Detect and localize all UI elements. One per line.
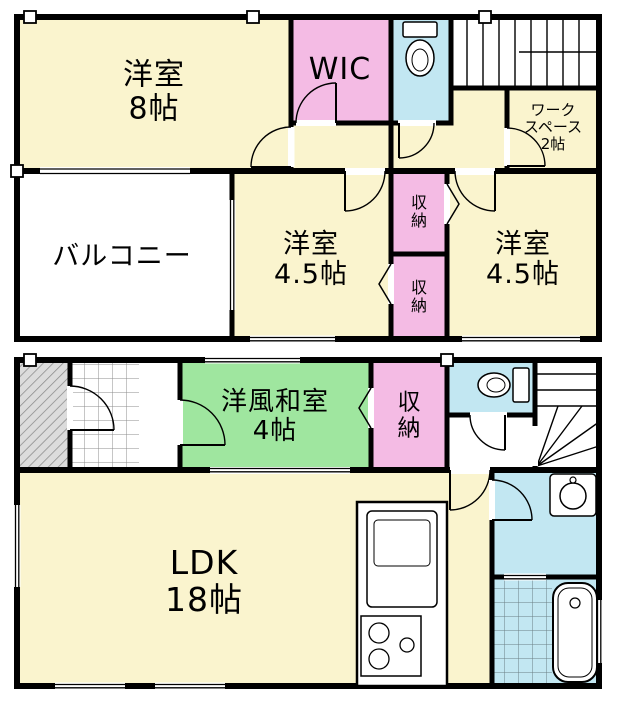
door-yoshitsu45-right xyxy=(454,168,496,212)
room-wic-floor xyxy=(291,17,391,123)
label-line: 収 xyxy=(410,193,428,213)
floor2-plan xyxy=(10,10,602,343)
label-line: 納 xyxy=(410,296,428,315)
door-washitsu xyxy=(177,399,226,446)
floor1-plan xyxy=(13,353,603,690)
room-washitsu-floor xyxy=(180,360,371,470)
bathroom-tile-floor xyxy=(494,580,552,684)
room-label-yoshitsu45-center: 洋室 4.5帖 xyxy=(274,228,348,290)
entrance-porch-hatch xyxy=(17,360,70,470)
doors-1f xyxy=(67,385,533,521)
window-ldk-left xyxy=(13,505,21,587)
window-ldk-bottom-1 xyxy=(55,682,125,690)
label-line: ワーク xyxy=(530,100,576,119)
label-line: 収 xyxy=(410,278,428,298)
staircase-2f xyxy=(466,17,596,88)
label-line: 4.5帖 xyxy=(486,259,560,290)
toilet-icon-2f xyxy=(402,21,438,77)
room-label-workspace: ワーク スペース 2帖 xyxy=(524,102,582,152)
label-line: 8帖 xyxy=(128,91,180,126)
door-toilet-2f xyxy=(398,120,436,159)
windows-2f xyxy=(40,167,580,343)
folding-door-storage-top xyxy=(444,183,460,225)
label-line: 洋室 xyxy=(494,228,551,260)
door-toilet-1f xyxy=(469,412,507,451)
label-line: 18帖 xyxy=(165,580,243,619)
door-washroom xyxy=(489,479,533,521)
room-label-yoshitsu8: 洋室 8帖 xyxy=(123,58,185,125)
door-yoshitsu8 xyxy=(250,126,295,168)
window-yoshitsu45-right xyxy=(462,335,580,343)
balcony-sliding-door xyxy=(40,167,190,175)
window-ldk-bottom-2 xyxy=(155,682,225,690)
label-line: 洋室 xyxy=(123,57,185,93)
room-label-yoshitsu45-right: 洋室 4.5帖 xyxy=(486,228,560,290)
pillar-marks-1f xyxy=(23,353,454,367)
windows-1f xyxy=(13,356,603,690)
label-line: 洋風和室 xyxy=(220,386,330,417)
label-line: 2帖 xyxy=(540,134,566,153)
kitchen-counter xyxy=(355,500,449,688)
window-washitsu xyxy=(205,356,300,364)
room-label-storage-2f-top: 収 納 xyxy=(411,194,427,230)
toilet-icon-1f xyxy=(477,367,530,403)
label-line: バルコニー xyxy=(52,240,192,272)
genkan-tile-floor xyxy=(71,361,139,469)
room-label-balcony: バルコニー xyxy=(52,240,192,272)
room-label-storage-1f: 収 納 xyxy=(397,389,421,442)
window-yoshitsu45-center xyxy=(250,335,335,343)
sliding-door-washitsu-ldk xyxy=(210,467,350,474)
door-yoshitsu45-center xyxy=(344,168,386,212)
room-storage-2f-bottom-floor xyxy=(391,254,447,339)
room-label-washitsu: 洋風和室 4帖 xyxy=(220,386,330,446)
room-label-ldk: LDK 18帖 xyxy=(165,543,243,619)
label-line: LDK xyxy=(169,543,239,583)
label-line: 納 xyxy=(397,415,421,441)
sliding-door-bathroom xyxy=(504,573,546,581)
room-label-wic: WIC xyxy=(309,53,371,87)
pillar-marks-2f xyxy=(10,10,492,178)
bathtub-icon xyxy=(552,582,598,683)
label-line: 4.5帖 xyxy=(274,259,348,290)
label-line: WIC xyxy=(308,52,372,88)
doors-2f xyxy=(250,82,546,305)
stairs-opening xyxy=(532,426,538,466)
label-line: 納 xyxy=(410,211,428,230)
entrance-door xyxy=(67,385,115,431)
folding-door-storage-1f xyxy=(358,387,374,429)
washbasin-icon xyxy=(549,473,597,517)
door-wic xyxy=(295,82,337,126)
staircase-1f xyxy=(535,373,600,467)
stove-icon xyxy=(360,615,422,677)
label-line: スペース xyxy=(523,117,583,136)
room-label-storage-2f-bottom: 収 納 xyxy=(411,279,427,315)
folding-door-storage-bottom xyxy=(378,263,394,305)
room-storage-2f-top-floor xyxy=(391,171,447,254)
door-workspace xyxy=(504,127,546,167)
balcony-window xyxy=(228,200,236,310)
label-line: 4帖 xyxy=(252,416,298,446)
door-hall-ldk xyxy=(449,467,491,511)
room-storage-1f-floor xyxy=(371,360,447,470)
label-line: 収 xyxy=(397,389,421,416)
label-line: 洋室 xyxy=(282,228,339,260)
room-balcony-floor xyxy=(17,171,232,339)
